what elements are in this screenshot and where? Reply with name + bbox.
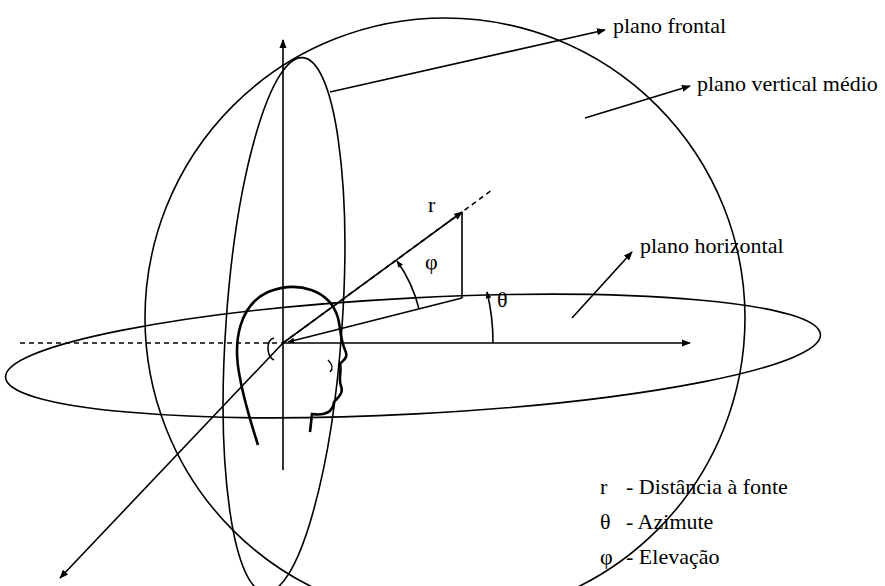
legend-text: - Azimute — [626, 510, 713, 534]
leader-arrow — [585, 86, 690, 118]
elevation-arc — [397, 261, 419, 309]
axis-dashed — [20, 342, 283, 344]
head-detail — [328, 360, 332, 372]
sphere-outline — [145, 18, 745, 586]
legend-text: - Elevação — [626, 545, 719, 569]
r-vector — [283, 212, 462, 343]
legend-symbol: φ — [600, 545, 613, 569]
legend-symbol: r — [600, 475, 607, 499]
plane-label: plano frontal — [613, 14, 726, 38]
leader-arrow — [330, 30, 605, 92]
legend-symbol: θ — [600, 510, 611, 534]
plane-label: plano vertical médio — [697, 72, 878, 96]
projection-vector — [288, 298, 462, 342]
axis-dashed — [283, 190, 492, 343]
angle-label: θ — [497, 288, 508, 312]
ear — [268, 338, 274, 360]
depth-axis — [60, 343, 283, 578]
legend-text: - Distância à fonte — [626, 475, 788, 499]
plane-label: plano horizontal — [640, 234, 784, 258]
horizontal-plane — [3, 277, 824, 436]
projection-line — [461, 212, 463, 298]
head-profile — [237, 287, 346, 445]
azimuth-arc — [487, 292, 493, 343]
leader-arrow — [572, 252, 632, 318]
angle-label: φ — [425, 250, 438, 274]
vector-label: r — [428, 193, 435, 217]
vertical-axis — [282, 40, 284, 470]
frontal-plane — [207, 54, 360, 586]
